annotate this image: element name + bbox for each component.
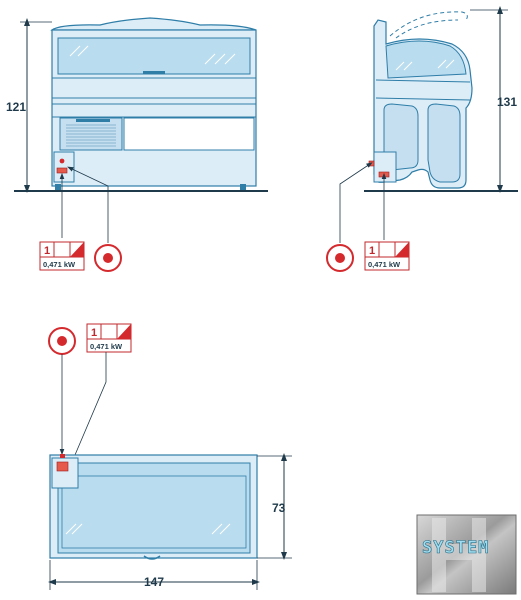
side-view: 131 <box>339 6 518 243</box>
front-height-label: 121 <box>6 100 26 114</box>
glass-reflection <box>65 523 77 535</box>
top-inner-frame <box>61 475 247 549</box>
side-glass <box>385 40 467 79</box>
top-control-lamp <box>60 454 65 458</box>
glass-reflection <box>219 523 231 535</box>
top-width-label: 147 <box>144 575 164 589</box>
side-socket-plug <box>368 160 375 167</box>
glass-reflection <box>395 61 405 71</box>
front-top-crest <box>50 17 257 31</box>
glass-reflection <box>214 53 226 65</box>
side-socket-symbol <box>326 244 354 272</box>
front-view: 121 <box>6 17 268 243</box>
front-handle <box>143 71 165 74</box>
glass-reflection <box>71 523 83 535</box>
side-badge-phase: 1 <box>369 245 375 257</box>
system-logo: SYSTEM <box>416 514 517 595</box>
glass-reflection <box>77 45 89 57</box>
glass-reflection <box>445 59 455 69</box>
front-badge-phase: 1 <box>44 245 50 257</box>
glass-reflection <box>224 53 236 65</box>
top-socket-symbol <box>48 327 76 355</box>
front-socket-symbol <box>94 244 122 272</box>
side-band <box>375 97 471 101</box>
top-glass <box>57 462 251 554</box>
top-control-switch <box>56 461 69 472</box>
front-control-lamp <box>59 158 65 164</box>
side-lid-open-arc <box>395 19 459 39</box>
front-glass-panel <box>57 37 251 75</box>
front-badge-power: 0,471 kW <box>43 260 76 269</box>
side-panel-right <box>427 103 461 183</box>
glass-reflection <box>437 59 447 69</box>
side-height-label: 131 <box>497 95 517 109</box>
front-grille-lines <box>66 124 116 147</box>
glass-reflection <box>204 53 216 65</box>
side-lid-open-arc <box>389 11 468 37</box>
side-badge-power: 0,471 kW <box>368 260 401 269</box>
top-handle <box>143 555 161 560</box>
front-leader-socket <box>67 166 109 243</box>
top-depth-label: 73 <box>272 501 286 515</box>
top-badge-phase: 1 <box>91 327 97 339</box>
logo-text: SYSTEM <box>422 538 489 558</box>
top-leader-power <box>70 352 107 465</box>
side-power-badge: 1 0,471 kW <box>364 241 410 271</box>
front-control-switch <box>56 167 68 174</box>
side-band <box>375 79 471 83</box>
front-lower-panel <box>123 117 255 151</box>
front-power-badge: 1 0,471 kW <box>39 241 85 271</box>
front-foot-left <box>55 184 61 190</box>
side-leader-socket <box>339 162 373 243</box>
front-control-box <box>53 151 75 183</box>
top-badge-power: 0,471 kW <box>90 342 123 351</box>
top-view: 73 147 <box>48 352 292 590</box>
glass-reflection <box>211 523 223 535</box>
front-grille-top <box>76 119 110 122</box>
front-foot-right <box>240 184 246 190</box>
side-control-box <box>373 151 397 183</box>
glass-reflection <box>69 45 81 57</box>
top-power-badge: 1 0,471 kW <box>86 323 132 353</box>
glass-reflection <box>403 61 413 71</box>
